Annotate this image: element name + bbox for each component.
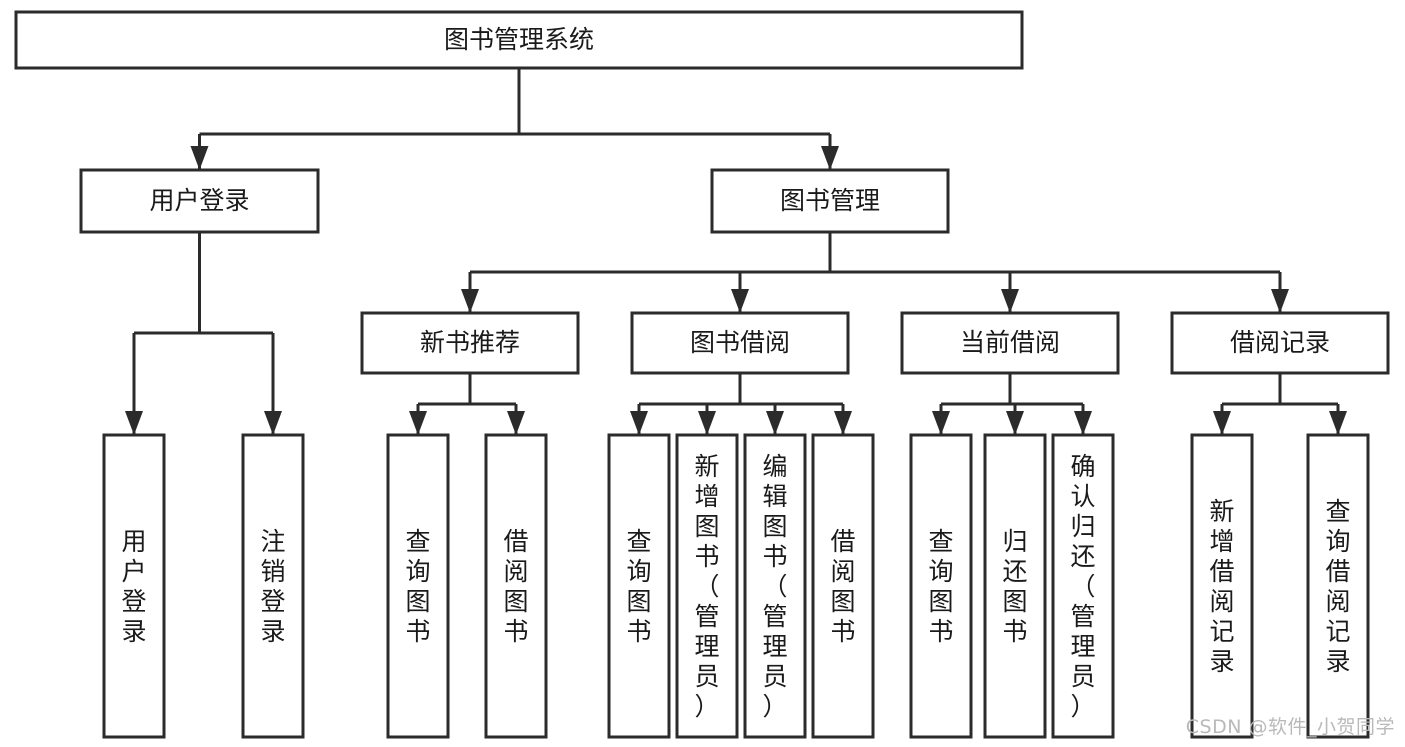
node-label-leaf-add-book-admin: 新增图书（管理员） xyxy=(694,452,719,721)
node-label-leaf-query-borrow-record: 查询借阅记录 xyxy=(1325,497,1350,676)
arrow-down-icon xyxy=(1074,411,1092,435)
node-leaf-query-book-current[interactable]: 查询图书 xyxy=(909,433,973,739)
node-book-manage[interactable]: 图书管理 xyxy=(710,168,950,234)
node-leaf-query-book-borrow[interactable]: 查询图书 xyxy=(607,433,671,739)
arrow-down-icon xyxy=(932,411,950,435)
node-leaf-confirm-return-admin[interactable]: 确认归还（管理员） xyxy=(1051,433,1115,739)
node-leaf-return-book[interactable]: 归还图书 xyxy=(983,433,1047,739)
arrow-down-icon xyxy=(766,411,784,435)
arrow-down-icon xyxy=(630,411,648,435)
node-leaf-add-borrow-record[interactable]: 新增借阅记录 xyxy=(1190,433,1254,739)
node-label-leaf-borrow-book-rec: 借阅图书 xyxy=(503,527,528,646)
node-label-book-borrow: 图书借阅 xyxy=(690,328,790,357)
arrow-down-icon xyxy=(1213,411,1231,435)
node-label-leaf-return-book: 归还图书 xyxy=(1002,527,1027,646)
node-label-leaf-query-book-borrow: 查询图书 xyxy=(626,527,651,646)
node-leaf-user-login[interactable]: 用户登录 xyxy=(102,433,166,739)
node-box-leaf-return-book xyxy=(983,433,1047,739)
arrow-down-icon xyxy=(731,289,749,313)
node-label-leaf-query-book-rec: 查询图书 xyxy=(405,527,430,646)
node-book-borrow[interactable]: 图书借阅 xyxy=(630,311,850,375)
connector-layer xyxy=(125,68,1347,435)
node-box-leaf-borrow-book-rec xyxy=(484,433,548,739)
node-box-leaf-edit-book-admin xyxy=(743,433,807,739)
arrow-down-icon xyxy=(834,411,852,435)
arrow-down-icon xyxy=(821,146,839,170)
node-box-borrow-record xyxy=(1170,311,1390,375)
node-root[interactable]: 图书管理系统 xyxy=(14,10,1024,70)
node-user-login[interactable]: 用户登录 xyxy=(79,168,320,234)
arrow-down-icon xyxy=(190,146,209,170)
arrow-down-icon xyxy=(1329,411,1347,435)
node-leaf-edit-book-admin[interactable]: 编辑图书（管理员） xyxy=(743,433,807,739)
node-label-leaf-query-book-current: 查询图书 xyxy=(928,527,953,646)
node-box-leaf-user-login xyxy=(102,433,166,739)
node-box-book-manage xyxy=(710,168,950,234)
arrow-down-icon xyxy=(507,411,525,435)
node-box-leaf-confirm-return-admin xyxy=(1051,433,1115,739)
node-current-borrow[interactable]: 当前借阅 xyxy=(900,311,1120,375)
node-label-leaf-edit-book-admin: 编辑图书（管理员） xyxy=(762,452,787,721)
arrow-down-icon xyxy=(125,411,143,435)
node-layer: 图书管理系统用户登录图书管理新书推荐图书借阅当前借阅借阅记录用户登录注销登录查询… xyxy=(14,10,1390,739)
node-label-book-manage: 图书管理 xyxy=(780,186,880,215)
node-label-borrow-record: 借阅记录 xyxy=(1230,328,1330,357)
node-box-leaf-query-book-current xyxy=(909,433,973,739)
node-leaf-query-book-rec[interactable]: 查询图书 xyxy=(386,433,450,739)
node-box-leaf-query-borrow-record xyxy=(1306,433,1370,739)
node-box-book-borrow xyxy=(630,311,850,375)
node-label-current-borrow: 当前借阅 xyxy=(960,328,1060,357)
arrow-down-icon xyxy=(1271,289,1289,313)
arrow-down-icon xyxy=(1006,411,1024,435)
node-label-leaf-add-borrow-record: 新增借阅记录 xyxy=(1209,497,1234,676)
node-box-leaf-add-book-admin xyxy=(675,433,739,739)
node-box-user-login xyxy=(79,168,320,234)
node-leaf-add-book-admin[interactable]: 新增图书（管理员） xyxy=(675,433,739,739)
node-label-user-login: 用户登录 xyxy=(149,186,249,215)
node-label-leaf-borrow-book: 借阅图书 xyxy=(830,527,855,646)
node-label-leaf-confirm-return-admin: 确认归还（管理员） xyxy=(1070,452,1095,721)
node-new-book-recommend[interactable]: 新书推荐 xyxy=(360,311,580,375)
node-box-leaf-user-logout xyxy=(241,433,305,739)
node-box-leaf-query-book-borrow xyxy=(607,433,671,739)
node-leaf-query-borrow-record[interactable]: 查询借阅记录 xyxy=(1306,433,1370,739)
node-leaf-borrow-book[interactable]: 借阅图书 xyxy=(811,433,875,739)
node-box-leaf-add-borrow-record xyxy=(1190,433,1254,739)
node-leaf-borrow-book-rec[interactable]: 借阅图书 xyxy=(484,433,548,739)
arrow-down-icon xyxy=(1001,289,1019,313)
node-leaf-user-logout[interactable]: 注销登录 xyxy=(241,433,305,739)
node-box-leaf-borrow-book xyxy=(811,433,875,739)
node-box-new-book-recommend xyxy=(360,311,580,375)
node-label-root: 图书管理系统 xyxy=(444,25,594,54)
arrow-down-icon xyxy=(264,411,282,435)
node-box-leaf-query-book-rec xyxy=(386,433,450,739)
arrow-down-icon xyxy=(461,289,479,313)
arrow-down-icon xyxy=(409,411,427,435)
node-label-new-book-recommend: 新书推荐 xyxy=(420,328,520,357)
arrow-down-icon xyxy=(698,411,716,435)
node-box-root xyxy=(14,10,1024,70)
node-borrow-record[interactable]: 借阅记录 xyxy=(1170,311,1390,375)
node-label-leaf-user-login: 用户登录 xyxy=(121,527,146,646)
node-label-leaf-user-logout: 注销登录 xyxy=(260,527,285,646)
node-box-current-borrow xyxy=(900,311,1120,375)
